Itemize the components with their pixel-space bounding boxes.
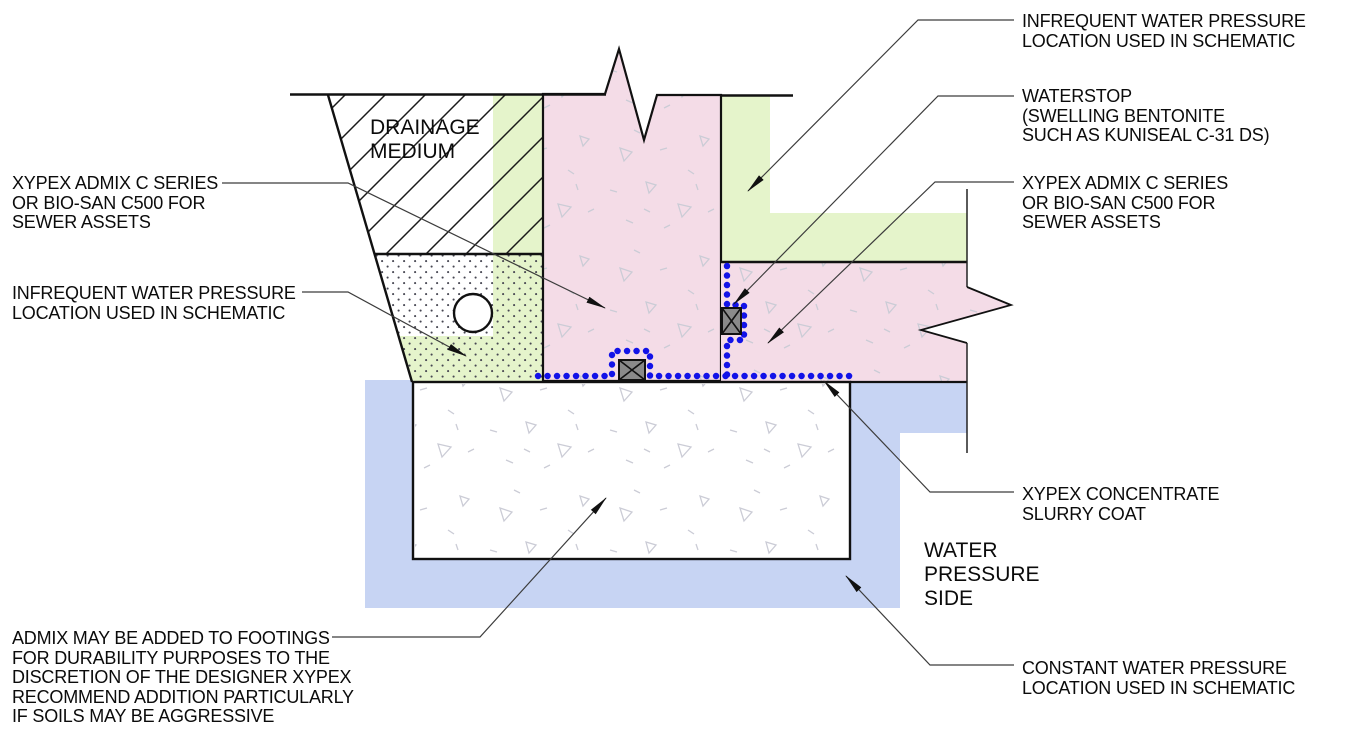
waterstop-section-footing	[618, 359, 646, 381]
slab-break-symbol	[917, 286, 1014, 344]
label-water-pressure-side: WATER PRESSURE SIDE	[924, 539, 1040, 610]
leader-right-infrequent	[747, 19, 1014, 192]
leader-left-infrequent	[302, 291, 467, 357]
slurry-coat-dots-vertical	[723, 262, 748, 380]
excavation-slope-line	[326, 94, 414, 383]
leader-waterstop	[733, 95, 1014, 305]
label-constant-pressure: CONSTANT WATER PRESSURE LOCATION USED IN…	[1022, 658, 1296, 698]
label-slurry-coat: XYPEX CONCENTRATE SLURRY COAT	[1022, 484, 1220, 524]
label-admix-footings-note: ADMIX MAY BE ADDED TO FOOTINGS FOR DURAB…	[12, 628, 354, 726]
footing-speckle	[415, 384, 848, 557]
leader-admix-footings	[332, 497, 607, 638]
label-right-infrequent: INFREQUENT WATER PRESSURE LOCATION USED …	[1022, 11, 1306, 51]
label-waterstop: WATERSTOP (SWELLING BENTONITE SUCH AS KU…	[1022, 86, 1270, 145]
label-left-infrequent: INFREQUENT WATER PRESSURE LOCATION USED …	[12, 283, 296, 323]
label-left-xypex-admix: XYPEX ADMIX C SERIES OR BIO-SAN C500 FOR…	[12, 173, 219, 232]
drainage-medium-hatch	[328, 95, 543, 254]
leader-slurry-coat	[823, 380, 1014, 493]
leader-right-xypex	[767, 181, 1014, 344]
infrequent-zone-right-band	[721, 213, 967, 262]
waterstop-section-wall	[721, 307, 742, 335]
floor-slab-speckle	[721, 262, 1011, 382]
label-drainage-medium: DRAINAGE MEDIUM	[370, 116, 480, 163]
leader-lines	[222, 19, 1014, 666]
leader-left-xypex	[222, 182, 606, 309]
label-right-xypex-admix: XYPEX ADMIX C SERIES OR BIO-SAN C500 FOR…	[1022, 173, 1229, 232]
infrequent-zone-right-strip	[721, 96, 770, 213]
leader-constant-pressure	[845, 575, 1014, 666]
drain-pipe	[452, 292, 494, 334]
